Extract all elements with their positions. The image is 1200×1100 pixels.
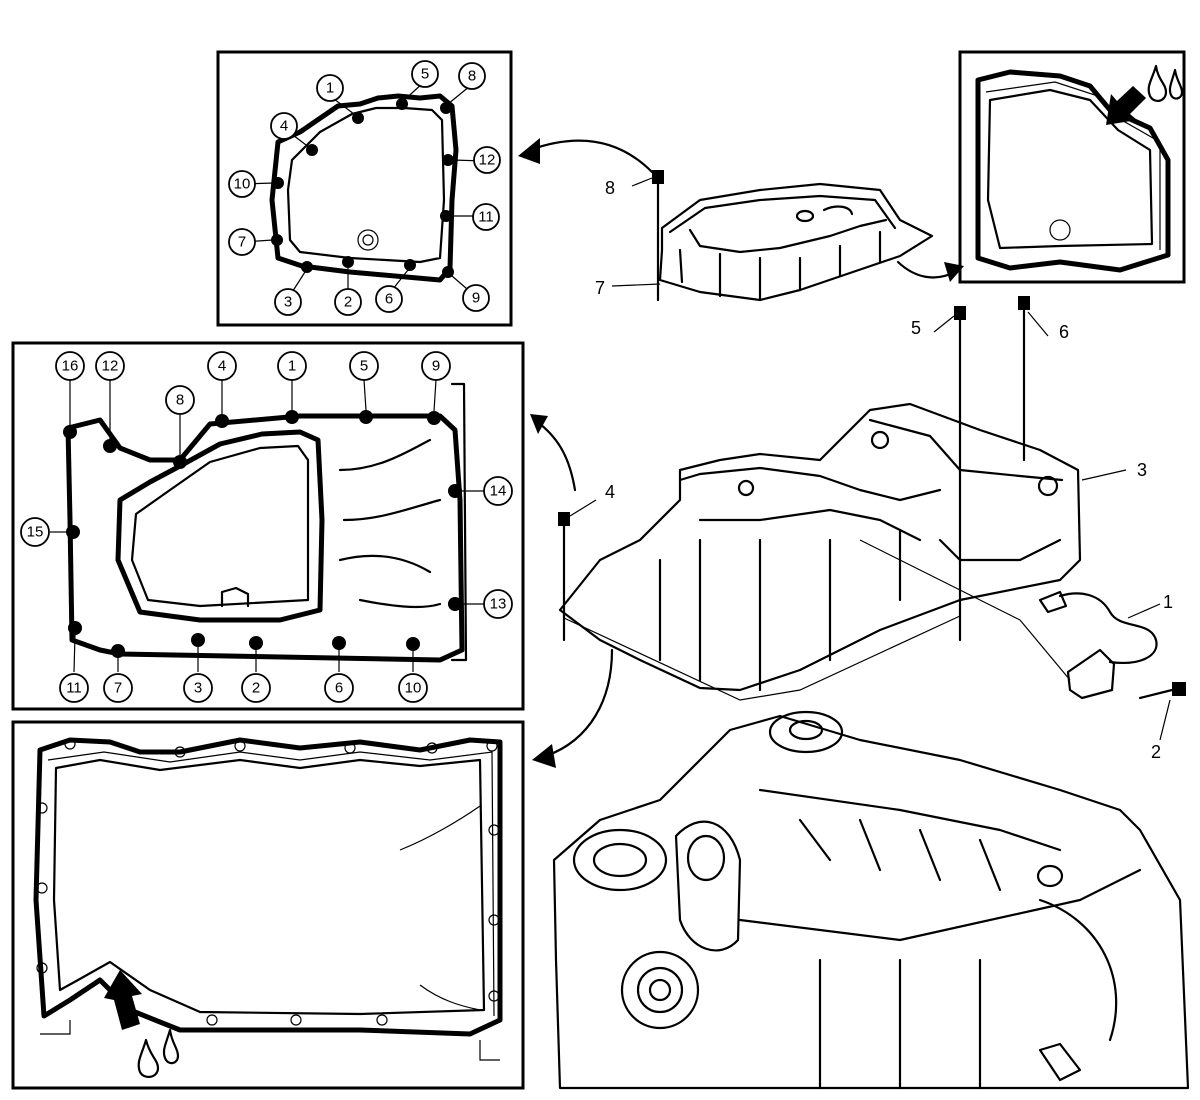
sealant-drop-icon (162, 1028, 180, 1065)
long-bolts (954, 296, 1030, 642)
callout-label: 16 (62, 358, 79, 375)
callout-label: 1 (288, 358, 296, 375)
callout-label: 11 (66, 680, 82, 697)
lower-pan-bolt-holes (63, 410, 462, 658)
callout-label: 5 (360, 358, 368, 375)
lower-sealant-bolt-holes (36, 738, 500, 1026)
lower-pan-sealant-inset (11, 720, 525, 1090)
callout-label: 4 (280, 118, 288, 135)
callout-label: 6 (385, 291, 393, 308)
part-label-bolt: 8 (605, 178, 615, 198)
oil-level-sensor (859, 539, 1186, 700)
upper-pan-sequence-inset: 1 2 3 4 5 6 7 8 9 10 11 12 (216, 50, 513, 327)
callout-label: 8 (468, 68, 476, 85)
callout-label: 2 (252, 680, 260, 697)
lower-pan-outline (65, 413, 465, 663)
callout-label: 12 (479, 152, 496, 169)
part-label-long-bolt: 5 (911, 318, 921, 338)
upper-pan-bolt-holes (271, 98, 454, 278)
callout-label: 12 (102, 358, 119, 375)
sealant-drop-icon (137, 1038, 160, 1078)
callout-label: 8 (176, 392, 184, 409)
callout-label: 9 (472, 290, 480, 307)
callout-label: 1 (326, 80, 334, 97)
part-label-long-bolt: 6 (1059, 322, 1069, 342)
lower-pan-bolt (558, 512, 570, 642)
upper-pan-sealant-inset (958, 50, 1186, 284)
callout-label: 11 (478, 209, 494, 226)
lower-oil-pan-housing (558, 402, 1082, 701)
part-label-housing: 3 (1137, 460, 1147, 480)
upper-pan-callouts: 1 2 3 4 5 6 7 8 9 10 11 12 (228, 60, 501, 316)
callout-label: 9 (432, 358, 440, 375)
callout-label: 3 (194, 680, 202, 697)
callout-label: 5 (421, 66, 429, 83)
upper-pan-outline (269, 93, 459, 283)
lower-pan-callouts: 1 2 3 4 5 6 7 8 9 10 11 12 13 14 15 16 (20, 351, 513, 703)
callout-label: 10 (405, 680, 422, 697)
direction-arrows (518, 138, 964, 768)
callout-label: 7 (238, 234, 246, 251)
callout-label: 4 (218, 358, 226, 375)
callout-label: 13 (490, 596, 507, 613)
part-label-sensor-bolt: 2 (1151, 742, 1161, 762)
callout-label: 14 (490, 483, 507, 500)
upper-oil-pan (658, 182, 934, 302)
part-label-gasket: 7 (595, 278, 605, 298)
callout-label: 10 (234, 176, 251, 193)
callout-label: 15 (27, 524, 44, 541)
sealant-arrow-icon (104, 970, 142, 1030)
callout-label: 7 (114, 680, 122, 697)
callout-label: 3 (284, 294, 292, 311)
callout-label: 6 (335, 680, 343, 697)
lower-pan-sequence-inset: 1 2 3 4 5 6 7 8 9 10 11 12 13 14 15 16 (11, 341, 525, 711)
part-label-sensor-harness: 1 (1163, 592, 1173, 612)
sealant-drop-icon (1147, 64, 1168, 102)
sealant-arrow-icon (1106, 86, 1146, 125)
upper-pan-bolt (652, 170, 664, 302)
engine-block (552, 710, 1190, 1090)
sealant-drop-icon (1168, 68, 1184, 100)
callout-label: 2 (344, 294, 352, 311)
part-label-lower-pan-bolt: 4 (605, 482, 615, 502)
